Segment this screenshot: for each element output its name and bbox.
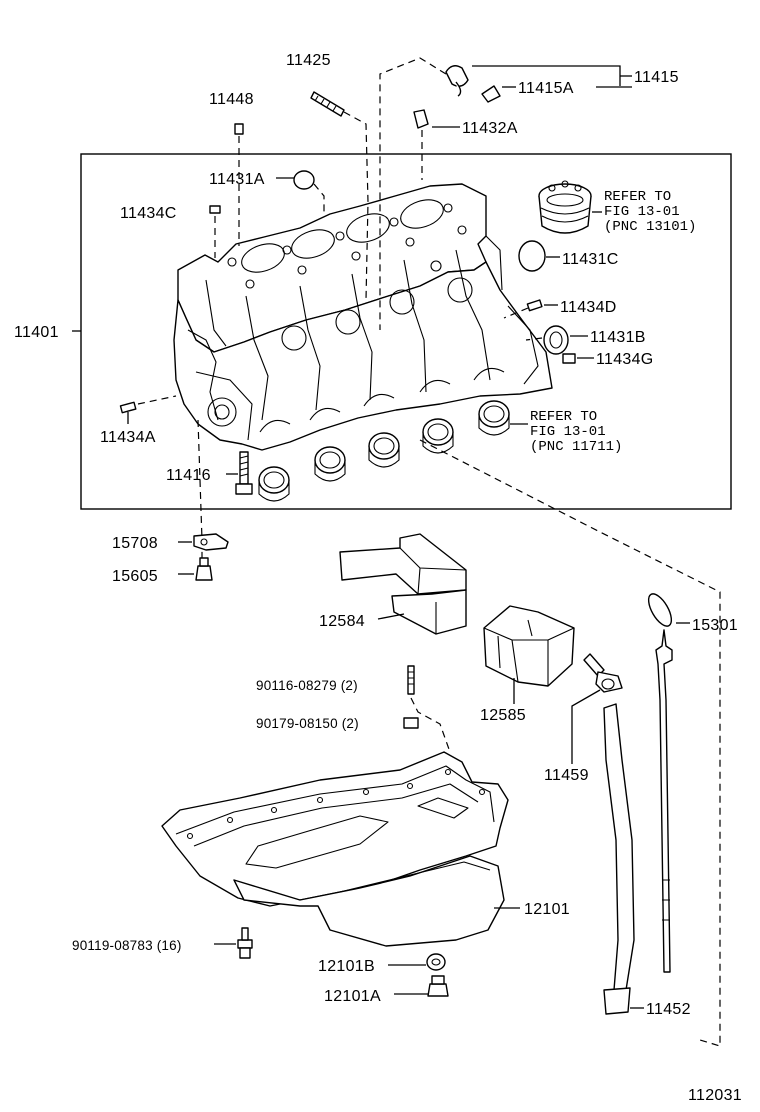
sensor-15605[interactable] bbox=[195, 557, 213, 581]
label-11459: 11459 bbox=[544, 767, 589, 784]
piston-ref-line3: (PNC 13101) bbox=[604, 219, 696, 235]
plug-11431C[interactable] bbox=[518, 240, 546, 272]
label-11425: 11425 bbox=[286, 52, 331, 69]
label-11434A: 11434A bbox=[100, 429, 156, 446]
label-11434G: 11434G bbox=[596, 351, 654, 368]
fitting-11434G[interactable] bbox=[562, 353, 576, 364]
bearing-ref-line2: FIG 13-01 bbox=[530, 424, 606, 440]
stiffener-12585[interactable] bbox=[483, 605, 575, 687]
oil-pan-12101[interactable] bbox=[161, 751, 509, 947]
label-11416: 11416 bbox=[166, 467, 211, 484]
drain-plug-12101A[interactable] bbox=[427, 975, 449, 997]
label-15708: 15708 bbox=[112, 535, 158, 552]
label-11415: 11415 bbox=[634, 69, 679, 86]
label-90116: 90116-08279 (2) bbox=[256, 678, 358, 693]
nut-90179[interactable] bbox=[403, 717, 419, 729]
label-11448: 11448 bbox=[209, 91, 254, 108]
stiffener-12584[interactable] bbox=[339, 533, 467, 635]
label-11431C: 11431C bbox=[562, 251, 619, 268]
dipstick-15301[interactable] bbox=[644, 590, 676, 973]
plug-11431A[interactable] bbox=[293, 170, 315, 190]
bearing-reference-note: REFER TO FIG 13-01 (PNC 11711) bbox=[530, 409, 622, 455]
bearing-ref-line3: (PNC 11711) bbox=[530, 439, 622, 455]
cylinder-block[interactable] bbox=[173, 183, 553, 451]
bolt-11416[interactable] bbox=[235, 451, 253, 495]
label-15301: 15301 bbox=[692, 617, 738, 634]
label-11415A: 11415A bbox=[518, 80, 574, 97]
label-12101: 12101 bbox=[524, 901, 570, 918]
bearing-ref-line1: REFER TO bbox=[530, 409, 597, 425]
label-12584: 12584 bbox=[319, 613, 365, 630]
diagram-number: 112031 bbox=[688, 1087, 742, 1104]
plug-11432A[interactable] bbox=[413, 109, 429, 129]
stud-90116[interactable] bbox=[407, 665, 415, 695]
label-11434C: 11434C bbox=[120, 205, 177, 222]
guide-11459[interactable] bbox=[583, 653, 623, 693]
pin-11434D[interactable] bbox=[526, 299, 543, 312]
label-11434D: 11434D bbox=[560, 299, 617, 316]
pin-11434C[interactable] bbox=[209, 205, 221, 214]
piston-ref-line1: REFER TO bbox=[604, 189, 671, 205]
label-12101B: 12101B bbox=[318, 958, 375, 975]
label-11401: 11401 bbox=[14, 324, 59, 341]
label-11431B: 11431B bbox=[590, 329, 646, 346]
fitting-11415[interactable] bbox=[445, 65, 501, 103]
piston-ref-line2: FIG 13-01 bbox=[604, 204, 680, 220]
label-90119: 90119-08783 (16) bbox=[72, 938, 182, 953]
label-12585: 12585 bbox=[480, 707, 526, 724]
pin-11434A[interactable] bbox=[119, 401, 137, 414]
label-12101A: 12101A bbox=[324, 988, 381, 1005]
gasket-12101B[interactable] bbox=[426, 953, 446, 971]
label-15605: 15605 bbox=[112, 568, 158, 585]
pin-11448[interactable] bbox=[234, 123, 244, 135]
label-11431A: 11431A bbox=[209, 171, 265, 188]
bolt-90119[interactable] bbox=[237, 927, 253, 959]
label-11432A: 11432A bbox=[462, 120, 518, 137]
crankshaft-bearings[interactable] bbox=[258, 400, 510, 502]
bracket-15708[interactable] bbox=[193, 533, 229, 551]
seal-11431B[interactable] bbox=[543, 325, 569, 355]
dipstick-guide-11452[interactable] bbox=[603, 703, 635, 1015]
label-11452: 11452 bbox=[646, 1001, 691, 1018]
piston-reference-note: REFER TO FIG 13-01 (PNC 13101) bbox=[604, 189, 696, 235]
label-90179: 90179-08150 (2) bbox=[256, 716, 359, 731]
piston[interactable] bbox=[538, 180, 592, 234]
stud-11425[interactable] bbox=[310, 91, 345, 117]
